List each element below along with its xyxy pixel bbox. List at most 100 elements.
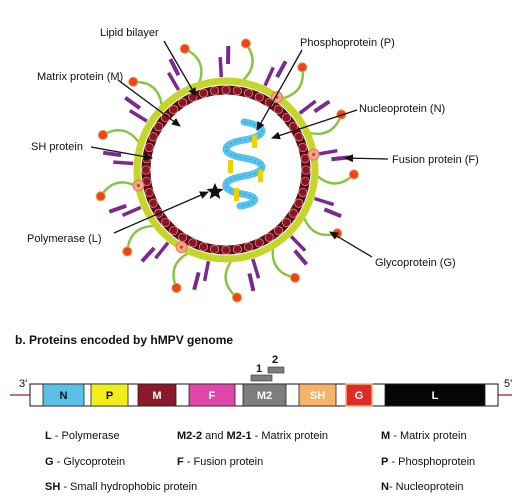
fusion-protein-bar bbox=[323, 207, 342, 218]
matrix-protein-bead bbox=[273, 104, 283, 115]
glycoprotein-head bbox=[95, 191, 106, 202]
genome-segment-n bbox=[42, 383, 85, 407]
label-polymerase: Polymerase (L) bbox=[27, 233, 102, 245]
m2-2-orf-bar bbox=[267, 366, 285, 374]
annotation-arrows bbox=[90, 40, 389, 258]
matrix-protein-bead bbox=[243, 242, 254, 252]
glycoprotein-stem bbox=[99, 181, 136, 197]
arrow-nucleoprotein bbox=[271, 109, 358, 140]
fusion-protein-stalk bbox=[113, 160, 134, 166]
fusion-protein-stalk bbox=[218, 57, 224, 78]
genome-segment-f bbox=[188, 383, 236, 407]
legend-phosphoprotein: P - Phosphoprotein bbox=[381, 456, 476, 468]
glycoprotein-stem bbox=[283, 67, 305, 100]
label-matrix-protein: Matrix protein (M) bbox=[37, 71, 123, 83]
matrix-protein-bead bbox=[264, 232, 274, 242]
fusion-protein-bar bbox=[140, 246, 156, 263]
matrix-protein-bead bbox=[160, 217, 171, 227]
fusion-protein-stalk bbox=[313, 196, 335, 207]
legend-m2: M2-2 and M2-1 - Matrix protein bbox=[177, 430, 329, 442]
matrix-protein-bead bbox=[288, 208, 298, 218]
genome-segment-label: F bbox=[209, 390, 216, 402]
matrix-protein-bead bbox=[148, 198, 158, 208]
matrix-protein-bead bbox=[144, 142, 154, 153]
arrow-fusion-protein bbox=[344, 154, 389, 163]
matrix-protein-bead bbox=[294, 132, 304, 142]
matrix-protein-bead bbox=[301, 165, 311, 175]
glycoprotein-stem bbox=[184, 47, 203, 83]
matrix-protein-bead bbox=[298, 187, 308, 198]
fusion-protein-bar bbox=[168, 58, 181, 77]
sh-protein-core bbox=[312, 152, 316, 157]
genome-segment-label: SH bbox=[310, 390, 325, 402]
matrix-protein-bead bbox=[169, 104, 179, 115]
matrix-protein-bead bbox=[232, 86, 242, 96]
fusion-protein-bar bbox=[293, 249, 309, 266]
glycoprotein-head bbox=[122, 246, 133, 257]
fusion-protein-bar bbox=[247, 272, 256, 292]
genome-segment-m bbox=[137, 383, 177, 407]
genome-3prime-end: 3' bbox=[19, 378, 27, 390]
glycoprotein-stem bbox=[133, 80, 163, 105]
arrow-lipid-bilayer bbox=[163, 40, 197, 97]
fusion-protein-bar bbox=[275, 60, 288, 79]
surface-proteins bbox=[95, 38, 359, 303]
matrix-protein-beads bbox=[141, 85, 311, 255]
matrix-protein-bead bbox=[300, 176, 310, 186]
legend-sh: SH - Small hydrophobic protein bbox=[45, 481, 198, 493]
glycoprotein-head bbox=[128, 76, 139, 87]
matrix-protein-bead bbox=[178, 98, 188, 108]
matrix-protein-bead bbox=[221, 245, 231, 255]
genome-segment-p bbox=[90, 383, 129, 407]
arrow-matrix-protein bbox=[117, 79, 181, 127]
m2-1-orf-bar bbox=[250, 374, 273, 382]
sh-protein-core bbox=[136, 183, 140, 188]
genome-5prime-end: 5' bbox=[504, 378, 512, 390]
matrix-protein-bead bbox=[232, 244, 242, 254]
fusion-protein-stalk bbox=[121, 205, 142, 218]
matrix-protein-bead bbox=[281, 113, 292, 123]
matrix-protein-bead bbox=[243, 88, 254, 98]
matrix-protein-bead bbox=[154, 122, 164, 132]
matrix-protein-bead bbox=[210, 86, 220, 96]
matrix-protein-bead bbox=[148, 132, 158, 142]
m2-1-orf-number: 1 bbox=[256, 363, 262, 375]
legend-polymerase: L - Polymerase bbox=[45, 430, 120, 442]
glycoprotein-head bbox=[240, 38, 251, 49]
fusion-protein-stalk bbox=[202, 260, 211, 282]
matrix-protein-bead bbox=[273, 225, 283, 236]
matrix-protein-bead bbox=[188, 238, 198, 248]
matrix-protein-bead bbox=[198, 242, 209, 252]
phosphoprotein-shape bbox=[258, 170, 263, 182]
matrix-protein-bead bbox=[144, 187, 154, 198]
fusion-protein-stalk bbox=[263, 66, 275, 87]
m2-2-orf-number: 2 bbox=[272, 354, 278, 366]
fusion-protein-bar bbox=[124, 96, 142, 110]
matrix-protein-bead bbox=[141, 165, 151, 175]
label-phosphoprotein: Phosphoprotein (P) bbox=[300, 37, 395, 49]
glycoprotein-stem bbox=[242, 42, 254, 81]
fusion-protein-stalk bbox=[317, 148, 338, 156]
legend-fusion: F - Fusion protein bbox=[177, 456, 264, 468]
genome-segment-label: G bbox=[355, 390, 364, 402]
glycoprotein-head bbox=[348, 169, 359, 180]
genome-segment-label: P bbox=[106, 390, 113, 402]
label-glycoprotein: Glycoprotein (G) bbox=[375, 257, 456, 269]
lipid-bilayer bbox=[133, 77, 319, 263]
glycoprotein-stem bbox=[317, 173, 355, 185]
sh-proteins bbox=[132, 91, 320, 254]
phosphoprotein-shape bbox=[228, 160, 233, 173]
label-lipid-bilayer: Lipid bilayer bbox=[100, 27, 159, 39]
glycoprotein-head bbox=[179, 43, 190, 54]
arrow-polymerase bbox=[113, 191, 209, 234]
glycoprotein-head bbox=[297, 62, 308, 73]
label-nucleoprotein: Nucleoprotein (N) bbox=[359, 103, 445, 115]
matrix-protein-bead bbox=[210, 244, 220, 254]
legend-glycoprotein: G - Glycoprotein bbox=[45, 456, 126, 468]
matrix-protein-bead bbox=[281, 217, 292, 227]
virion-diagram bbox=[95, 38, 359, 303]
matrix-protein-bead bbox=[178, 232, 188, 242]
polymerase-star-icon bbox=[206, 183, 224, 199]
